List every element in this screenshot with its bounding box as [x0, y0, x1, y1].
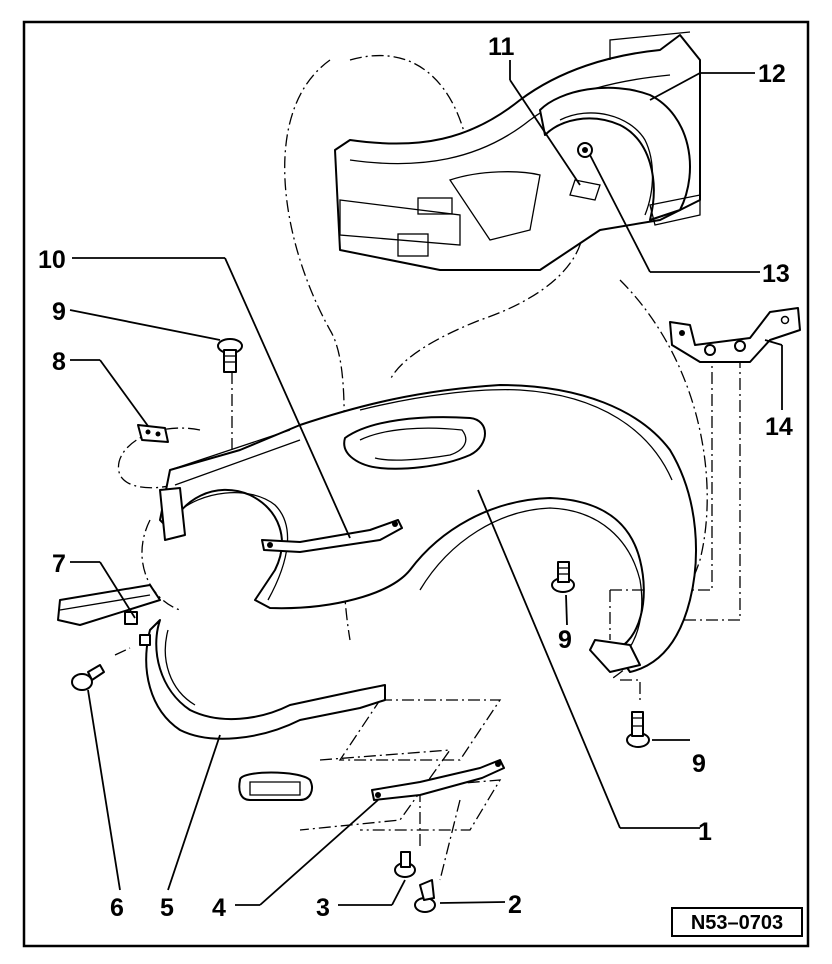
callout-2: 2 — [508, 891, 522, 919]
bolt-middle — [551, 561, 575, 593]
callout-6: 6 — [110, 894, 124, 922]
wheel-housing-liner — [57, 584, 386, 801]
callout-9-bottom: 9 — [692, 750, 706, 778]
callout-11: 11 — [488, 33, 515, 61]
callout-7: 7 — [52, 550, 66, 578]
diagram-frame — [22, 20, 810, 948]
screw-lower — [414, 879, 436, 913]
screw — [71, 664, 105, 691]
clip — [394, 851, 416, 878]
lower-trim-strip — [371, 759, 505, 801]
callout-labels: 1 2 3 4 5 6 7 8 9 9 9 10 11 12 13 14 — [38, 33, 793, 922]
callout-3: 3 — [316, 894, 330, 922]
leader-lines — [69, 60, 783, 906]
callout-9-top: 9 — [52, 298, 66, 326]
callout-5: 5 — [160, 894, 174, 922]
bolt-bottom — [626, 711, 650, 748]
callout-12: 12 — [758, 60, 786, 88]
callout-10: 10 — [38, 246, 66, 274]
callout-1: 1 — [698, 818, 712, 846]
reference-code: N53–0703 — [691, 912, 783, 934]
callout-14: 14 — [765, 413, 793, 441]
fender — [159, 384, 697, 673]
trim-strip — [261, 519, 403, 553]
bracket — [669, 307, 801, 363]
vehicle-body-section — [334, 31, 701, 271]
bolt-top — [217, 338, 243, 373]
callout-13: 13 — [762, 260, 790, 288]
callout-4: 4 — [212, 894, 226, 922]
seal-plate — [137, 424, 169, 443]
callout-9-middle: 9 — [558, 626, 572, 654]
reference-code-box: N53–0703 — [671, 907, 803, 937]
callout-8: 8 — [52, 348, 66, 376]
